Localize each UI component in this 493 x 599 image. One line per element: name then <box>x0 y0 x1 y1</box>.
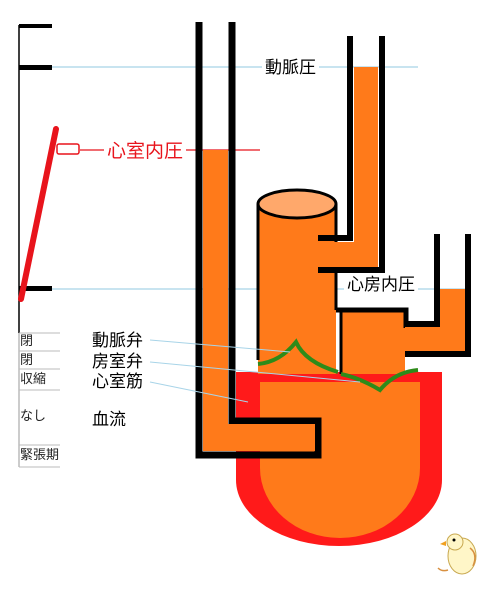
ventricular-manometer <box>195 22 322 459</box>
atrial-manometer <box>405 234 471 357</box>
av-valve <box>340 368 419 393</box>
muscle-label: 心室筋 <box>92 372 143 392</box>
aortic-valve <box>257 338 339 374</box>
phase-label: 緊張期 <box>20 448 60 463</box>
av-valve-state: 閉 <box>20 353 34 368</box>
aortic-manometer <box>318 36 385 273</box>
gauge-tick-atrial <box>19 286 52 291</box>
leader-muscle <box>149 381 249 403</box>
ventricle-blood <box>260 382 420 538</box>
chick-mascot <box>437 533 477 575</box>
blood-flow-label: 血流 <box>92 410 126 430</box>
muscle-state: 収縮 <box>20 372 47 387</box>
atrium <box>336 307 409 374</box>
pressure-gauge <box>18 24 80 333</box>
leader-av-valve <box>149 361 361 383</box>
aorta-top <box>256 188 338 220</box>
aortic-valve-label: 動脈弁 <box>92 331 143 351</box>
gauge-needle <box>18 126 59 302</box>
leader-aortic-valve <box>149 339 291 353</box>
ventricular-pressure-label: 心室内圧 <box>104 141 187 161</box>
flow-state: なし <box>20 409 47 424</box>
aortic-valve-state: 閉 <box>20 334 34 349</box>
gauge-needle-tip <box>56 143 80 155</box>
av-valve-label: 房室弁 <box>92 352 143 372</box>
atrial-pressure-label: 心房内圧 <box>344 275 418 295</box>
state-table <box>18 332 60 468</box>
gauge-tick-top <box>19 24 52 28</box>
gauge-tick-aortic <box>19 65 52 70</box>
aortic-pressure-label: 動脈圧 <box>262 58 319 78</box>
